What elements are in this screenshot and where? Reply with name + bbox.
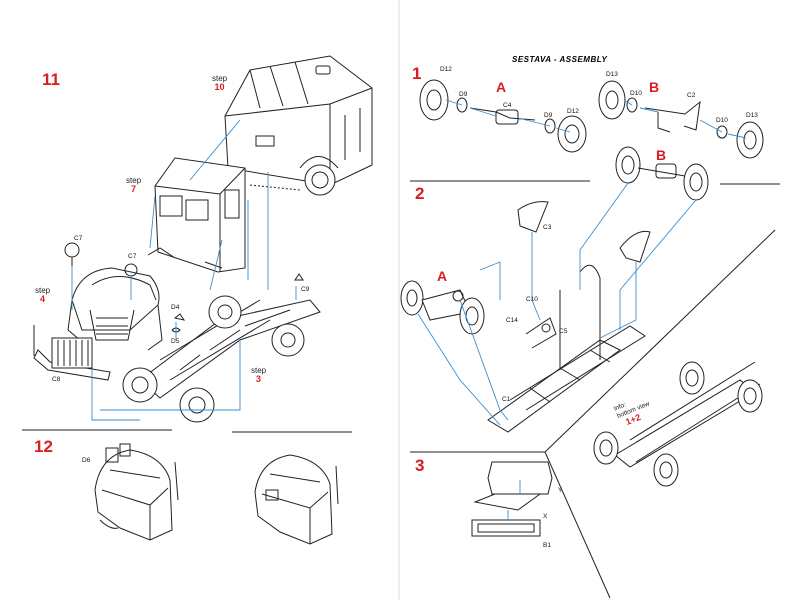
step-ref-4: step 4 xyxy=(35,286,51,304)
step-ref-7: step 7 xyxy=(126,176,142,194)
step-number-2: 2 xyxy=(415,184,425,203)
part-label-d5: D5 xyxy=(171,338,180,345)
assembly-guide-lines xyxy=(417,99,747,520)
step-ref-3: step 3 xyxy=(251,366,267,384)
part-label-d13: D13 xyxy=(746,112,758,119)
seat-parts xyxy=(471,461,553,537)
part-label-x: X xyxy=(543,513,548,520)
chassis-frame xyxy=(122,273,321,423)
step-number-3: 3 xyxy=(415,456,425,475)
page-title: SESTAVA - ASSEMBLY xyxy=(512,55,608,64)
step-number-1: 1 xyxy=(412,64,422,83)
step-number-12: 12 xyxy=(34,437,53,456)
part-label-c1: C1 xyxy=(502,396,511,403)
part-label-c8: C8 xyxy=(52,376,61,383)
right-page-drawings xyxy=(400,79,780,599)
part-label-d13: D13 xyxy=(606,71,618,78)
part-label-d9: D9 xyxy=(459,91,468,98)
hood-assembly xyxy=(64,242,186,351)
front-axle-step2 xyxy=(400,280,485,335)
part-label-c9: C9 xyxy=(301,286,310,293)
part-label-d12: D12 xyxy=(567,108,579,115)
step12-front-view-a xyxy=(94,443,179,541)
rear-axle-assembly xyxy=(598,80,764,159)
seat-back-y xyxy=(487,461,553,495)
front-bumper xyxy=(33,325,111,381)
step-number-11: 11 xyxy=(42,70,60,89)
part-label-b1: B1 xyxy=(543,542,551,549)
front-cab-body xyxy=(147,157,246,273)
divider-line xyxy=(544,229,776,453)
part-label-c7: C7 xyxy=(74,235,83,242)
left-page: 11 12 step 10 step 7 step 4 step 3 C7 C7… xyxy=(22,55,373,545)
leaf-spring-c3 xyxy=(517,201,549,233)
part-label-c5: C5 xyxy=(559,328,568,335)
bottom-view-chassis xyxy=(593,361,763,487)
part-label-d9: D9 xyxy=(544,112,553,119)
leaf-spring-c3 xyxy=(619,230,651,263)
part-label-d12: D12 xyxy=(440,66,452,73)
subassembly-b-label: B xyxy=(656,147,667,163)
part-label-c2: C2 xyxy=(687,92,696,99)
part-label-d10: D10 xyxy=(716,117,728,124)
part-label-d6: D6 xyxy=(82,457,91,464)
rear-axle-assembled xyxy=(615,146,709,201)
part-label-c7: C7 xyxy=(128,253,137,260)
part-label-c4: C4 xyxy=(503,102,512,109)
subassembly-a-label: A xyxy=(437,268,448,284)
part-label-y: Y xyxy=(558,487,563,494)
chassis-frame-c1 xyxy=(487,264,646,433)
part-label-d4: D4 xyxy=(171,304,180,311)
part-label-c14: C14 xyxy=(506,317,518,324)
left-page-drawings xyxy=(22,55,373,545)
part-label-c3: C3 xyxy=(543,224,552,231)
front-axle-assembly xyxy=(419,79,587,153)
subassembly-a-label: A xyxy=(496,79,507,95)
seat-base-b1 xyxy=(471,519,541,537)
divider-line xyxy=(544,451,611,599)
seat-cushion-x xyxy=(473,493,542,511)
right-page: SESTAVA - ASSEMBLY 1 2 3 A B B A D12 D9 … xyxy=(400,0,800,600)
subassembly-b-label: B xyxy=(649,79,660,95)
part-label-d10: D10 xyxy=(630,90,642,97)
step-ref-10: step 10 xyxy=(212,74,228,92)
step12-front-view-b xyxy=(254,454,339,545)
rear-cab-body xyxy=(224,55,373,196)
assembly-guide-lines xyxy=(71,119,297,421)
page-fold xyxy=(398,0,400,600)
